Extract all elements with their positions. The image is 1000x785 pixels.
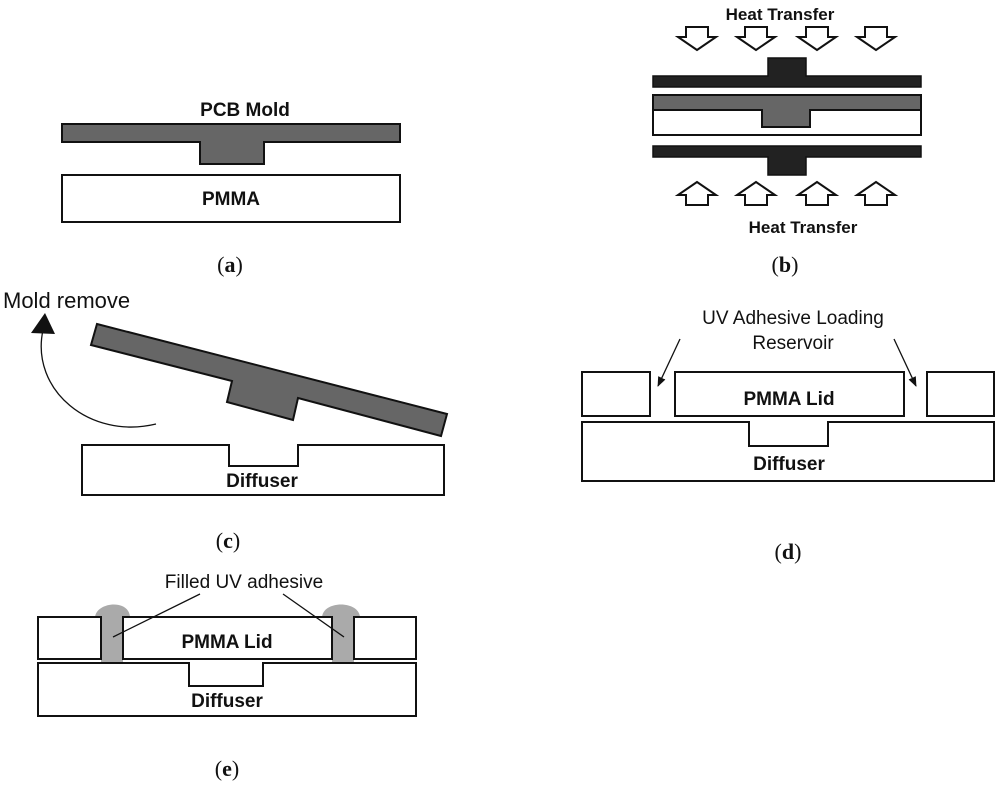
pmma-lid-block <box>122 616 333 660</box>
tilted-pcb-mold <box>89 322 449 438</box>
heat-arrow-down-icon <box>674 26 720 52</box>
adhesive-pointer-right <box>282 593 345 638</box>
reservoir-label-line1: UV Adhesive Loading <box>702 308 884 329</box>
caption-a: (a) <box>217 252 243 277</box>
curved-arrow-head-icon <box>31 313 55 334</box>
heat-arrow-up-icon <box>674 180 720 206</box>
caption-e-letter: e <box>222 756 232 781</box>
pcb-mold-pressed <box>652 94 922 128</box>
pcb-mold-label: PCB Mold <box>200 100 290 121</box>
heat-arrow-up-icon <box>733 180 779 206</box>
filled-adhesive-label: Filled UV adhesive <box>165 572 323 593</box>
mold-remove-curve <box>40 329 157 428</box>
diffuser-label: Diffuser <box>191 691 263 712</box>
panel-c: Mold remove Diffuser (c) <box>3 288 449 553</box>
diffuser-label: Diffuser <box>753 454 825 475</box>
heat-transfer-bottom-label: Heat Transfer <box>749 218 858 237</box>
caption-d-letter: d <box>782 539 794 564</box>
pmma-label: PMMA <box>202 189 260 210</box>
pmma-lid-block <box>674 371 905 417</box>
heat-arrow-down-icon <box>853 26 899 52</box>
side-block-right <box>926 371 995 417</box>
heat-arrow-down-icon <box>733 26 779 52</box>
pmma-lid-label: PMMA Lid <box>743 389 834 410</box>
caption-c-letter: c <box>223 528 233 553</box>
panel-e: Filled UV adhesive PMMA Lid Diffuser (e) <box>37 572 417 781</box>
diffuser-label: Diffuser <box>226 471 298 492</box>
heat-arrow-up-icon <box>794 180 840 206</box>
caption-a-letter: a <box>225 252 236 277</box>
side-block-right <box>353 616 417 660</box>
caption-d: (d) <box>775 539 802 564</box>
panel-a: PCB Mold PMMA (a) <box>61 100 401 277</box>
heat-arrows-bottom <box>674 180 899 206</box>
adhesive-bump-left <box>95 604 130 618</box>
mold-remove-label: Mold remove <box>3 288 130 313</box>
caption-c: (c) <box>216 528 240 553</box>
top-heater-plate <box>652 57 922 88</box>
caption-b: (b) <box>772 252 799 277</box>
panel-d: UV Adhesive Loading Reservoir PMMA Lid D… <box>581 308 995 564</box>
heat-arrow-down-icon <box>794 26 840 52</box>
bottom-heater-plate <box>652 145 922 176</box>
reservoir-label-line2: Reservoir <box>752 333 834 354</box>
reservoir-pointer-right <box>893 338 917 387</box>
heat-arrows-top <box>674 26 899 52</box>
diffuser-block <box>37 662 417 717</box>
pcb-mold-shape <box>61 123 401 165</box>
caption-e: (e) <box>215 756 239 781</box>
heat-transfer-top-label: Heat Transfer <box>726 5 835 24</box>
panel-b: Heat Transfer Heat Transfer (b) <box>652 5 922 277</box>
heat-arrow-up-icon <box>853 180 899 206</box>
adhesive-gap-right <box>332 616 354 662</box>
diffuser-block <box>81 444 445 496</box>
adhesive-gap-left <box>101 616 123 662</box>
caption-b-letter: b <box>779 252 791 277</box>
pmma-lid-label: PMMA Lid <box>181 632 272 653</box>
side-block-left <box>581 371 651 417</box>
adhesive-bump-right <box>322 604 360 618</box>
side-block-left <box>37 616 102 660</box>
pmma-block <box>61 174 401 223</box>
adhesive-pointer-left <box>112 593 201 638</box>
diffuser-block <box>581 421 995 482</box>
reservoir-pointer-left <box>657 338 681 387</box>
